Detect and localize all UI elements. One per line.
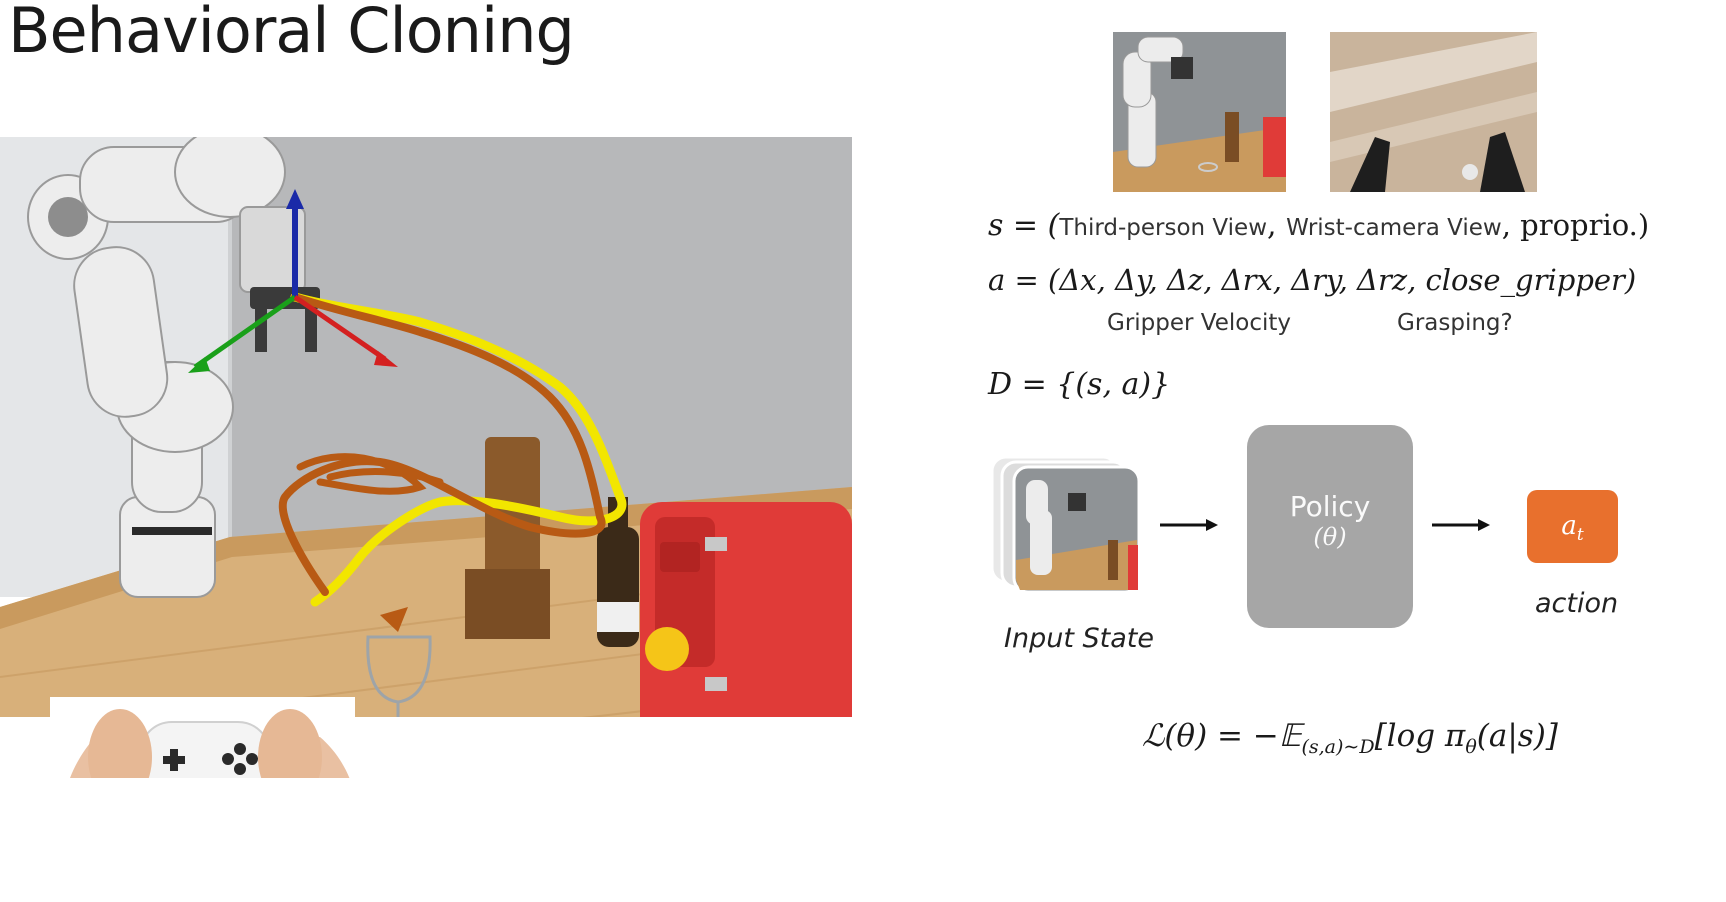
loss-lhs: ℒ(θ) = −𝔼 xyxy=(1142,718,1302,754)
slide-title: Behavioral Cloning xyxy=(8,0,575,67)
input-state-label: Input State xyxy=(1004,623,1154,654)
loss-equation: ℒ(θ) = −𝔼(s,a)∼D[log πθ(a|s)] xyxy=(1142,718,1558,758)
policy-param: (θ) xyxy=(1313,523,1347,551)
proprio-label: , proprio.) xyxy=(1501,208,1650,242)
action-box: at xyxy=(1527,490,1618,563)
gripper-velocity-label: Gripper Velocity xyxy=(1107,310,1292,336)
loss-expectation-subscript: (s,a)∼D xyxy=(1301,736,1375,759)
dataset-equation: D = {(s, a)} xyxy=(988,367,1171,402)
policy-label: Policy xyxy=(1289,490,1371,523)
loss-rhs: [log π xyxy=(1374,718,1466,754)
action-label: action xyxy=(1535,588,1619,619)
arrow-policy-to-action xyxy=(1432,519,1490,531)
robot-teleop-photo xyxy=(0,137,852,778)
loss-rhs-end: (a|s)] xyxy=(1476,718,1558,754)
action-symbol: a xyxy=(1561,511,1577,541)
wrist-camera-view-thumbnail xyxy=(1330,32,1537,192)
grasping-label: Grasping? xyxy=(1397,310,1513,336)
state-equation: s = (Third-person View, Wrist-camera Vie… xyxy=(988,208,1649,243)
action-equation: a = (Δx, Δy, Δz, Δrx, Δry, Δrz, close_gr… xyxy=(988,263,1637,297)
wrist-camera-view-label: Wrist-camera View xyxy=(1286,215,1502,241)
arrow-input-to-policy xyxy=(1160,519,1218,531)
input-state-frames xyxy=(990,455,1141,594)
state-equation-comma: , xyxy=(1267,208,1277,243)
action-subscript: t xyxy=(1576,525,1584,546)
loss-pi-subscript: θ xyxy=(1465,736,1477,759)
third-person-view-thumbnail xyxy=(1113,32,1286,192)
policy-box: Policy (θ) xyxy=(1247,425,1413,628)
state-equation-lhs: s = ( xyxy=(988,208,1060,243)
third-person-view-label: Third-person View xyxy=(1059,215,1268,241)
